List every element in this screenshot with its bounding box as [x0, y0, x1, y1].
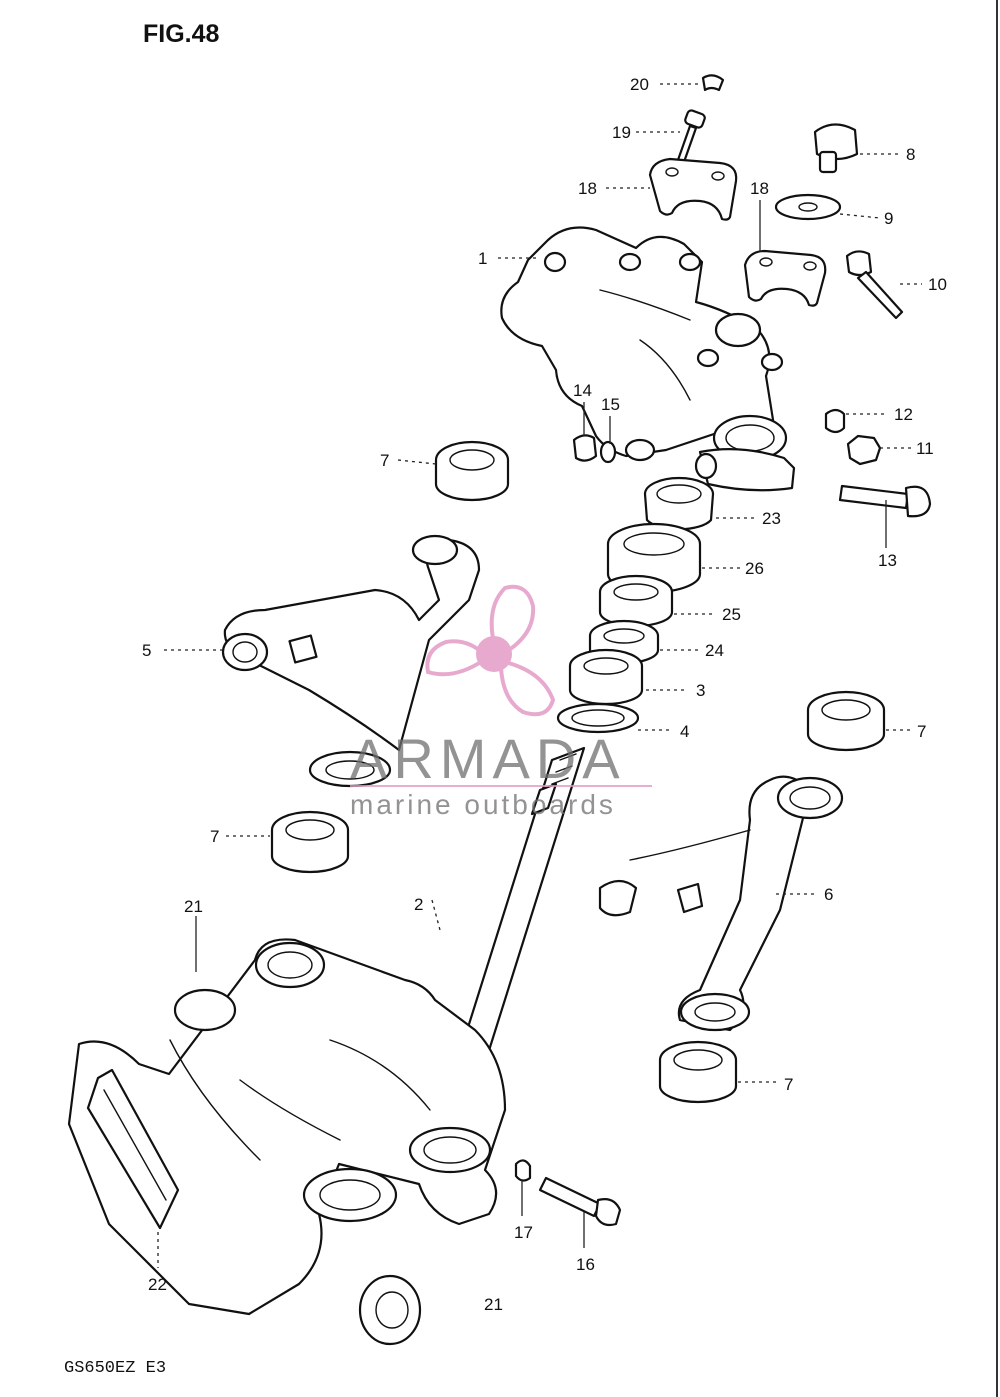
- part-21-lower-bracket: [67, 938, 507, 1346]
- part-8-bolt: [813, 123, 859, 174]
- callout-22: 22: [148, 1275, 167, 1294]
- figure-title: FIG.48: [143, 20, 220, 48]
- callout-16: 16: [576, 1255, 595, 1274]
- callout-5: 5: [142, 641, 151, 660]
- callout-1: 1: [478, 249, 487, 268]
- callout-7-b: 7: [917, 722, 926, 741]
- callout-8: 8: [906, 145, 915, 164]
- callout-18-lower: 18: [750, 179, 769, 198]
- callout-6: 6: [824, 885, 833, 904]
- part-14-nut: [572, 434, 598, 462]
- callout-13: 13: [878, 551, 897, 570]
- part-13-pinch-bolt: [838, 484, 932, 518]
- part-23-nut: [643, 476, 715, 531]
- callout-25: 25: [722, 605, 741, 624]
- callout-21-bottom: 21: [484, 1295, 503, 1314]
- callout-19: 19: [612, 123, 631, 142]
- part-1-upper-bracket: [500, 226, 796, 492]
- part-10-bolt: [845, 250, 904, 320]
- part-17-washer: [514, 1159, 532, 1182]
- callout-3: 3: [696, 681, 705, 700]
- callout-11: 11: [916, 439, 934, 458]
- callouts: 20 19 18 18 8 9 10 1 12 11 13 14 15 23 2…: [142, 75, 947, 1314]
- part-11-nut: [846, 434, 882, 466]
- watermark: ARMADA marine outboards: [350, 584, 652, 820]
- part-6-right-bracket: [598, 775, 844, 1032]
- part-16-bolt: [538, 1176, 622, 1227]
- callout-9: 9: [884, 209, 893, 228]
- callout-7-a: 7: [380, 451, 389, 470]
- part-12-washer: [824, 408, 846, 434]
- callout-18-upper: 18: [578, 179, 597, 198]
- callout-17: 17: [514, 1223, 533, 1242]
- callout-4: 4: [680, 722, 689, 741]
- model-code: GS650EZ E3: [64, 1359, 166, 1378]
- callout-14: 14: [573, 381, 592, 400]
- part-9-washer: [774, 193, 842, 221]
- part-15-washer: [599, 440, 617, 464]
- callout-23: 23: [762, 509, 781, 528]
- callout-10: 10: [928, 275, 947, 294]
- part-7-damper-a: [434, 440, 510, 502]
- leader-lines: [157, 83, 922, 1268]
- callout-20: 20: [630, 75, 649, 94]
- callout-15: 15: [601, 395, 620, 414]
- callout-12: 12: [894, 405, 913, 424]
- part-22-plate: [86, 1068, 180, 1230]
- propeller-icon: [425, 584, 556, 717]
- callout-26: 26: [745, 559, 764, 578]
- watermark-tagline: marine outboards: [350, 789, 616, 820]
- part-3-bearing: [568, 648, 644, 706]
- callout-7-d: 7: [784, 1075, 793, 1094]
- part-4-seal: [556, 702, 640, 734]
- callout-21-top: 21: [184, 897, 203, 916]
- callout-24: 24: [705, 641, 724, 660]
- part-7-damper-b: [806, 690, 886, 752]
- watermark-brand: ARMADA: [350, 727, 626, 790]
- part-18-holder-lower: [743, 249, 827, 307]
- callout-7-c: 7: [210, 827, 219, 846]
- part-18-holder-upper: [648, 157, 738, 221]
- part-25-race: [598, 574, 674, 628]
- part-7-damper-c: [270, 810, 350, 874]
- part-7-damper-d: [658, 1040, 738, 1104]
- callout-2: 2: [414, 895, 423, 914]
- part-5-left-bracket: [221, 534, 481, 788]
- part-20-clip: [701, 74, 725, 92]
